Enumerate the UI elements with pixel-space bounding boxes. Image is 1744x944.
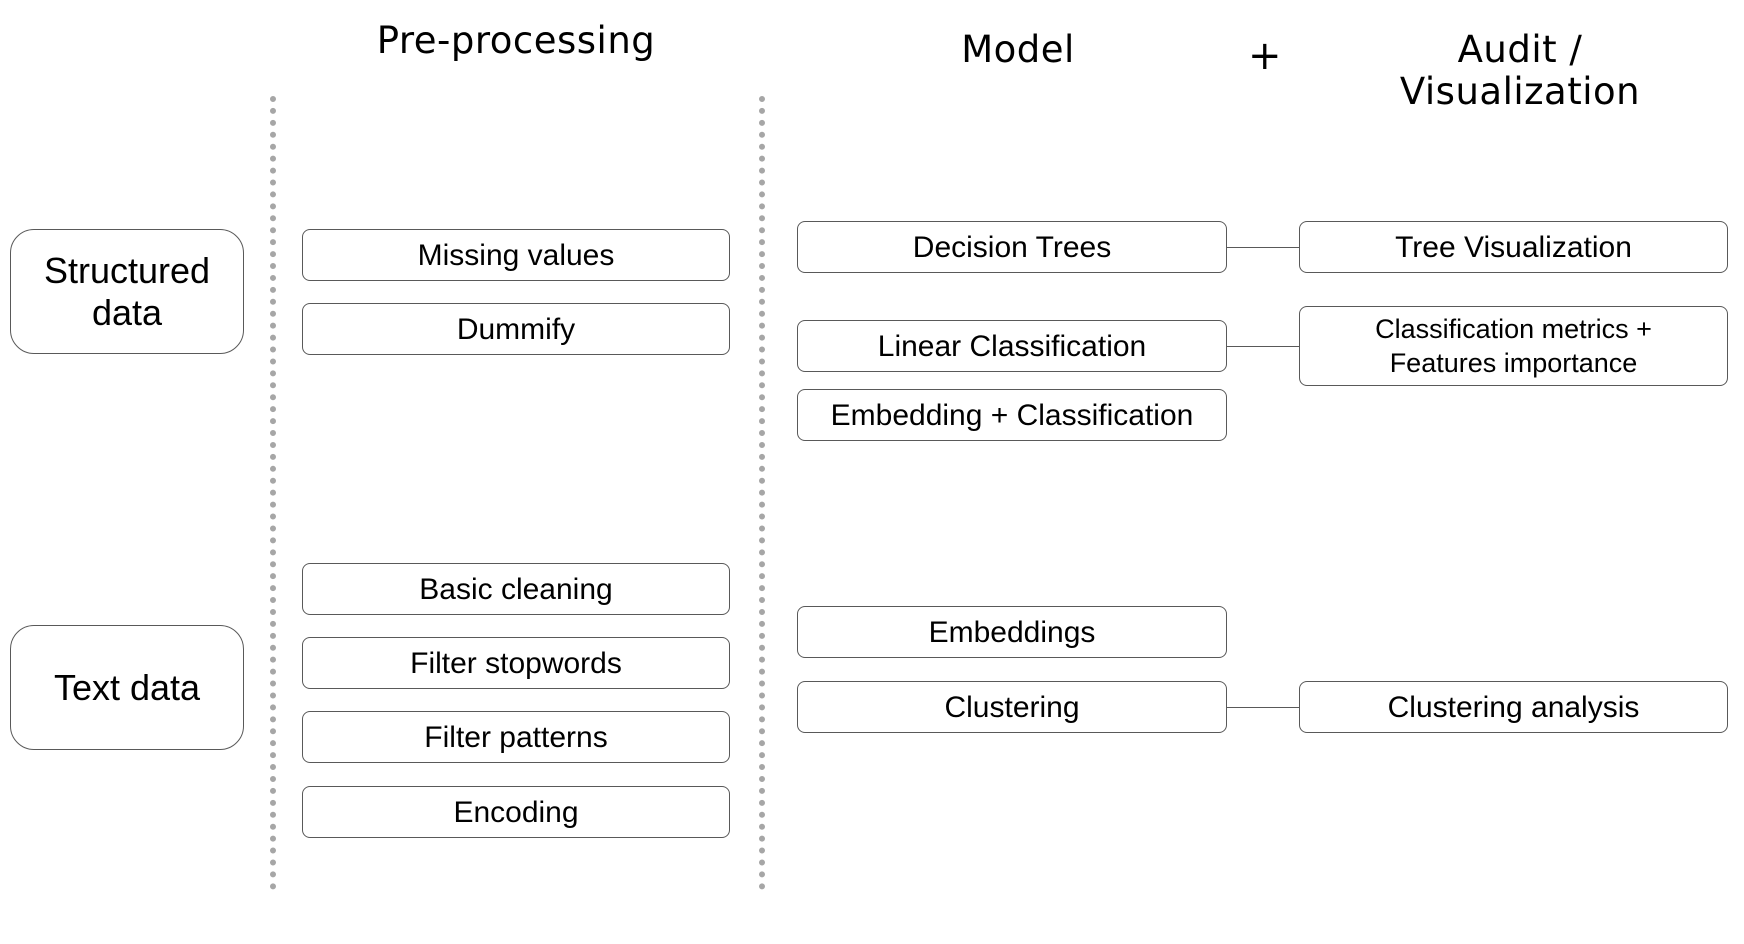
header-model: Model <box>961 28 1075 71</box>
model-decision-trees: Decision Trees <box>797 221 1227 273</box>
audit-clustering-analysis: Clustering analysis <box>1299 681 1728 733</box>
separator-right <box>759 96 765 890</box>
model-label: Linear Classification <box>877 329 1147 363</box>
model-clustering: Clustering <box>797 681 1227 733</box>
source-structured-data: Structured data <box>10 229 244 354</box>
source-structured-data-label: Structured data <box>43 249 211 333</box>
model-embedding-classification: Embedding + Classification <box>797 389 1227 441</box>
preprocessing-filter-stopwords: Filter stopwords <box>302 637 730 689</box>
audit-tree-visualization: Tree Visualization <box>1299 221 1728 273</box>
preprocessing-label: Dummify <box>456 312 576 346</box>
separator-left <box>270 96 276 890</box>
audit-classification-metrics: Classification metrics + Features import… <box>1299 306 1728 386</box>
preprocessing-label: Basic cleaning <box>419 572 613 606</box>
preprocessing-label: Missing values <box>417 238 615 272</box>
plus-sign: + <box>1248 33 1282 79</box>
model-label: Decision Trees <box>912 230 1112 264</box>
connector-decision-trees-tree-visualization <box>1227 247 1299 248</box>
preprocessing-label: Filter stopwords <box>410 646 622 680</box>
preprocessing-label: Encoding <box>453 795 579 829</box>
preprocessing-encoding: Encoding <box>302 786 730 838</box>
header-preprocessing: Pre-processing <box>376 19 656 62</box>
preprocessing-dummify: Dummify <box>302 303 730 355</box>
audit-label: Classification metrics + Features import… <box>1375 314 1652 378</box>
preprocessing-missing-values: Missing values <box>302 229 730 281</box>
connector-linear-classification-metrics <box>1227 346 1299 347</box>
header-audit-visualization: Audit / Visualization <box>1399 28 1641 113</box>
audit-label: Tree Visualization <box>1395 230 1632 264</box>
connector-clustering-analysis <box>1227 707 1299 708</box>
preprocessing-filter-patterns: Filter patterns <box>302 711 730 763</box>
model-label: Embedding + Classification <box>830 398 1194 432</box>
audit-label: Clustering analysis <box>1387 690 1640 724</box>
model-label: Clustering <box>944 690 1080 724</box>
source-text-data: Text data <box>10 625 244 750</box>
model-linear-classification: Linear Classification <box>797 320 1227 372</box>
model-label: Embeddings <box>928 615 1096 649</box>
preprocessing-basic-cleaning: Basic cleaning <box>302 563 730 615</box>
preprocessing-label: Filter patterns <box>424 720 608 754</box>
model-embeddings: Embeddings <box>797 606 1227 658</box>
source-text-data-label: Text data <box>53 666 201 708</box>
